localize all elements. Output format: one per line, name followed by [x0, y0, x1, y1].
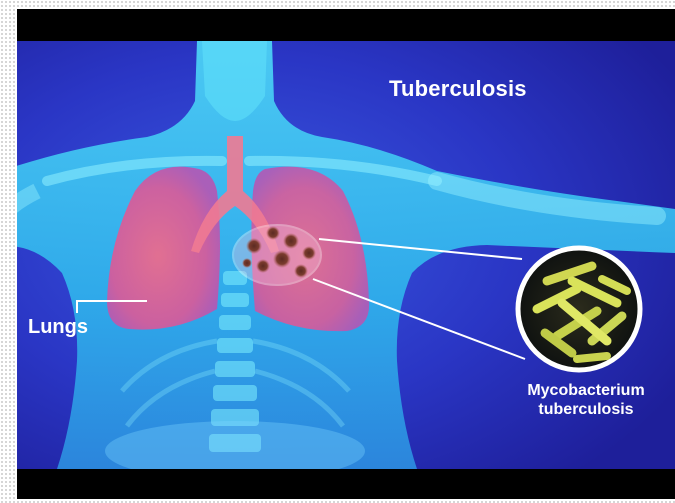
image-title: Tuberculosis — [389, 76, 527, 102]
lungs-label: Lungs — [28, 316, 88, 339]
image-frame: Tuberculosis Lungs Mycobacterium tubercu… — [17, 9, 675, 499]
bacterium-label-line1: Mycobacterium — [511, 381, 661, 400]
bacterium-label-line2: tuberculosis — [511, 400, 661, 419]
bacterium-label: Mycobacterium tuberculosis — [511, 381, 661, 419]
